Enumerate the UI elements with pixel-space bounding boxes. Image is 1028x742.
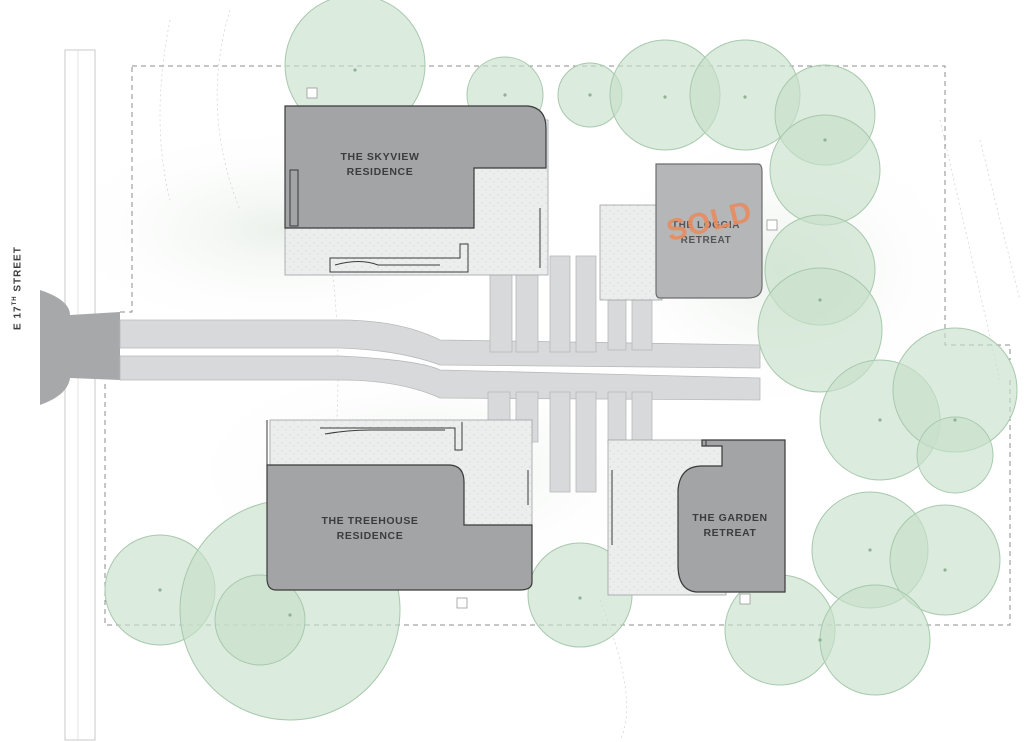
tree bbox=[214, 574, 306, 666]
tree bbox=[916, 416, 994, 494]
street-ordinal: TH bbox=[12, 295, 18, 306]
tree bbox=[889, 504, 1001, 616]
street-entry-apron bbox=[40, 290, 120, 405]
street-name: E 17 bbox=[12, 305, 24, 330]
loggia-label: THE LOGGIA RETREAT bbox=[655, 218, 757, 248]
tree bbox=[769, 114, 881, 226]
treehouse-building bbox=[266, 464, 533, 591]
tree-trunks bbox=[158, 68, 957, 642]
garden-label-line1: THE GARDEN bbox=[692, 512, 768, 524]
loggia-patio bbox=[599, 204, 663, 301]
loggia-label-line1: THE LOGGIA bbox=[671, 220, 741, 231]
contour-lines bbox=[159, 9, 1021, 741]
tree bbox=[819, 584, 931, 696]
skyview-building bbox=[284, 105, 547, 229]
treehouse-label: THE TREEHOUSE RESIDENCE bbox=[290, 514, 450, 544]
treehouse-label-line2: RESIDENCE bbox=[336, 530, 404, 542]
garden-building bbox=[677, 439, 786, 593]
skyview-label: THE SKYVIEW RESIDENCE bbox=[300, 150, 460, 180]
buildings bbox=[266, 105, 786, 593]
garden-label-line2: RETREAT bbox=[703, 527, 757, 539]
street-suffix: STREET bbox=[12, 246, 24, 296]
building-details bbox=[266, 169, 707, 545]
loggia-label-line2: RETREAT bbox=[680, 235, 732, 246]
street-label: E 17TH STREET bbox=[12, 246, 23, 330]
treehouse-label-line1: THE TREEHOUSE bbox=[321, 515, 419, 527]
utility-markers bbox=[306, 87, 778, 609]
skyview-label-line1: THE SKYVIEW bbox=[340, 151, 420, 163]
skyview-label-line2: RESIDENCE bbox=[346, 166, 414, 178]
street-e17 bbox=[40, 49, 120, 741]
garden-label: THE GARDEN RETREAT bbox=[680, 511, 780, 541]
loggia-building bbox=[655, 163, 763, 299]
tree bbox=[757, 267, 883, 393]
